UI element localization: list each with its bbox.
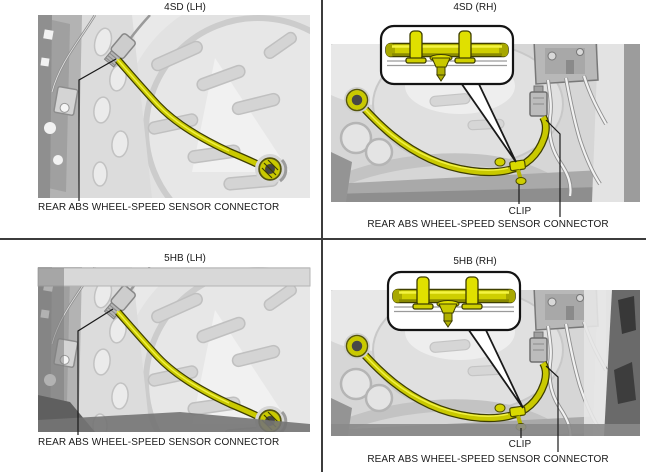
leader-line-connector-5hb-rh [545, 365, 559, 452]
panel-title-4sd-lh: 4SD (LH) [164, 2, 206, 13]
panel-title-4sd-rh: 4SD (RH) [453, 2, 497, 13]
label-connector-4sd-rh: REAR ABS WHEEL-SPEED SENSOR CONNECTOR [367, 219, 609, 230]
vertical-panel-divider [321, 0, 323, 472]
panel-title-5hb-lh: 5HB (LH) [164, 253, 206, 264]
leader-line-connector-5hb-lh [77, 308, 114, 435]
label-clip-5hb-rh: CLIP [508, 439, 532, 450]
panel-title-5hb-rh: 5HB (RH) [453, 256, 497, 267]
label-connector-5hb-rh: REAR ABS WHEEL-SPEED SENSOR CONNECTOR [367, 454, 609, 465]
label-connector-4sd-lh: REAR ABS WHEEL-SPEED SENSOR CONNECTOR [38, 202, 280, 213]
leader-line-connector-4sd-rh [545, 119, 561, 217]
leader-line-connector-4sd-lh [78, 58, 117, 201]
label-clip-4sd-rh: CLIP [508, 206, 532, 217]
label-connector-5hb-lh: REAR ABS WHEEL-SPEED SENSOR CONNECTOR [38, 437, 280, 448]
